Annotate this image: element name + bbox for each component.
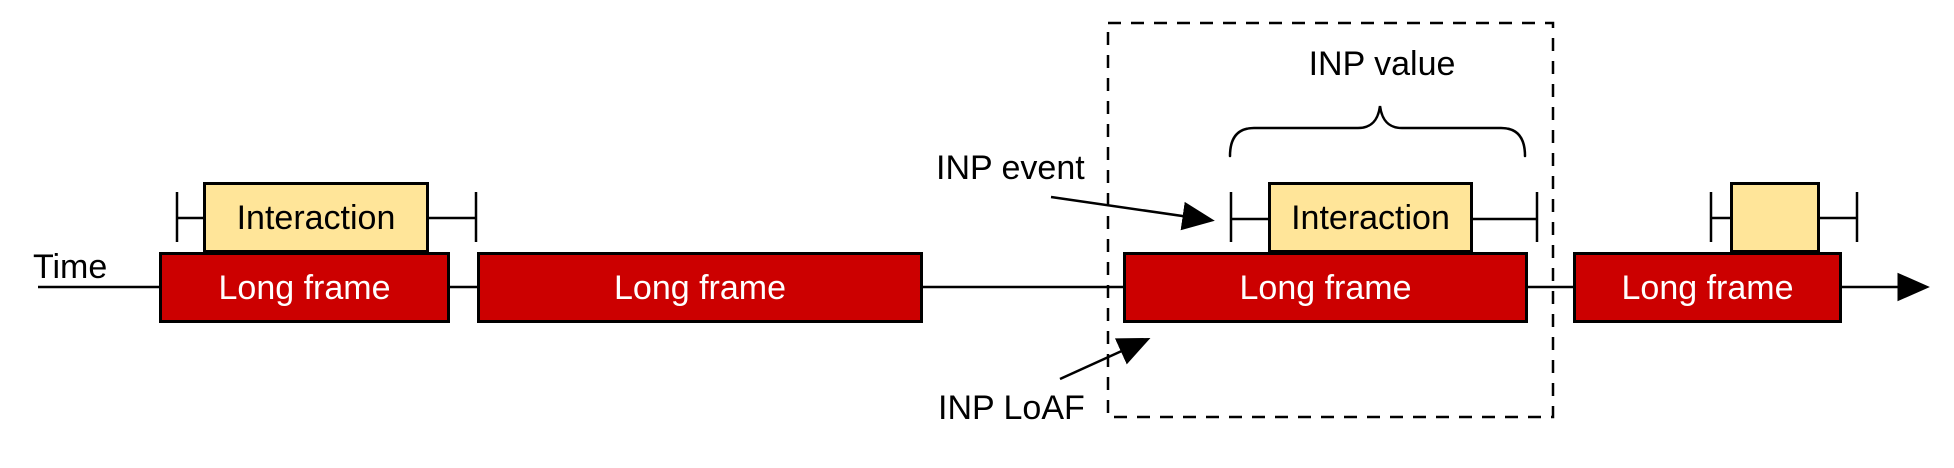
long-frame-4: Long frame bbox=[1573, 252, 1842, 323]
interaction-1-box: Interaction bbox=[203, 182, 429, 253]
long-frame-3-inp-loaf: Long frame bbox=[1123, 252, 1528, 323]
interaction-2-box-inp-event: Interaction bbox=[1268, 182, 1473, 253]
time-axis-label: Time bbox=[33, 248, 108, 286]
inp-loaf-arrow bbox=[1059, 337, 1151, 381]
inp-event-arrow bbox=[1050, 195, 1215, 231]
interaction-3-box bbox=[1730, 182, 1820, 253]
long-frame-2: Long frame bbox=[477, 252, 923, 323]
inp-value-label: INP value bbox=[1308, 45, 1456, 83]
inp-loaf-label: INP LoAF bbox=[938, 389, 1085, 427]
interaction-1-duration-whiskers bbox=[175, 192, 478, 242]
long-frame-1: Long frame bbox=[159, 252, 450, 323]
inp-value-brace bbox=[1228, 105, 1527, 158]
interaction-3-duration-whiskers bbox=[1709, 192, 1859, 242]
inp-event-label: INP event bbox=[936, 149, 1085, 187]
inp-loaf-highlight-box bbox=[1106, 21, 1555, 419]
interaction-2-duration-whiskers bbox=[1229, 192, 1539, 242]
